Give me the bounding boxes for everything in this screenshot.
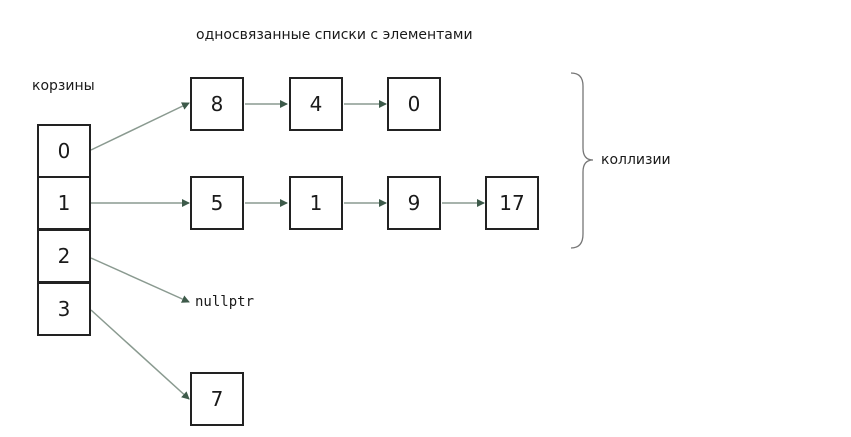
diagram-title: односвязанные списки с элементами bbox=[196, 27, 473, 43]
list-node: 1 bbox=[289, 176, 343, 230]
list-node: 7 bbox=[190, 372, 244, 426]
list-node: 5 bbox=[190, 176, 244, 230]
arrow-bucket2-to-nullptr bbox=[90, 257, 190, 303]
bucket-3: 3 bbox=[37, 282, 91, 336]
arrow-bucket3-to-list bbox=[90, 309, 190, 400]
bucket-0: 0 bbox=[37, 124, 91, 178]
list-node: 9 bbox=[387, 176, 441, 230]
collisions-label: коллизии bbox=[601, 152, 671, 168]
collisions-brace bbox=[570, 72, 594, 249]
arrow-bucket0-to-list bbox=[90, 102, 190, 151]
list-node: 8 bbox=[190, 77, 244, 131]
bucket-1: 1 bbox=[37, 176, 91, 230]
list-node: 0 bbox=[387, 77, 441, 131]
list-node: 17 bbox=[485, 176, 539, 230]
nullptr-label: nullptr bbox=[195, 294, 255, 310]
buckets-label: корзины bbox=[32, 78, 95, 94]
list-node: 4 bbox=[289, 77, 343, 131]
bucket-2: 2 bbox=[37, 229, 91, 283]
